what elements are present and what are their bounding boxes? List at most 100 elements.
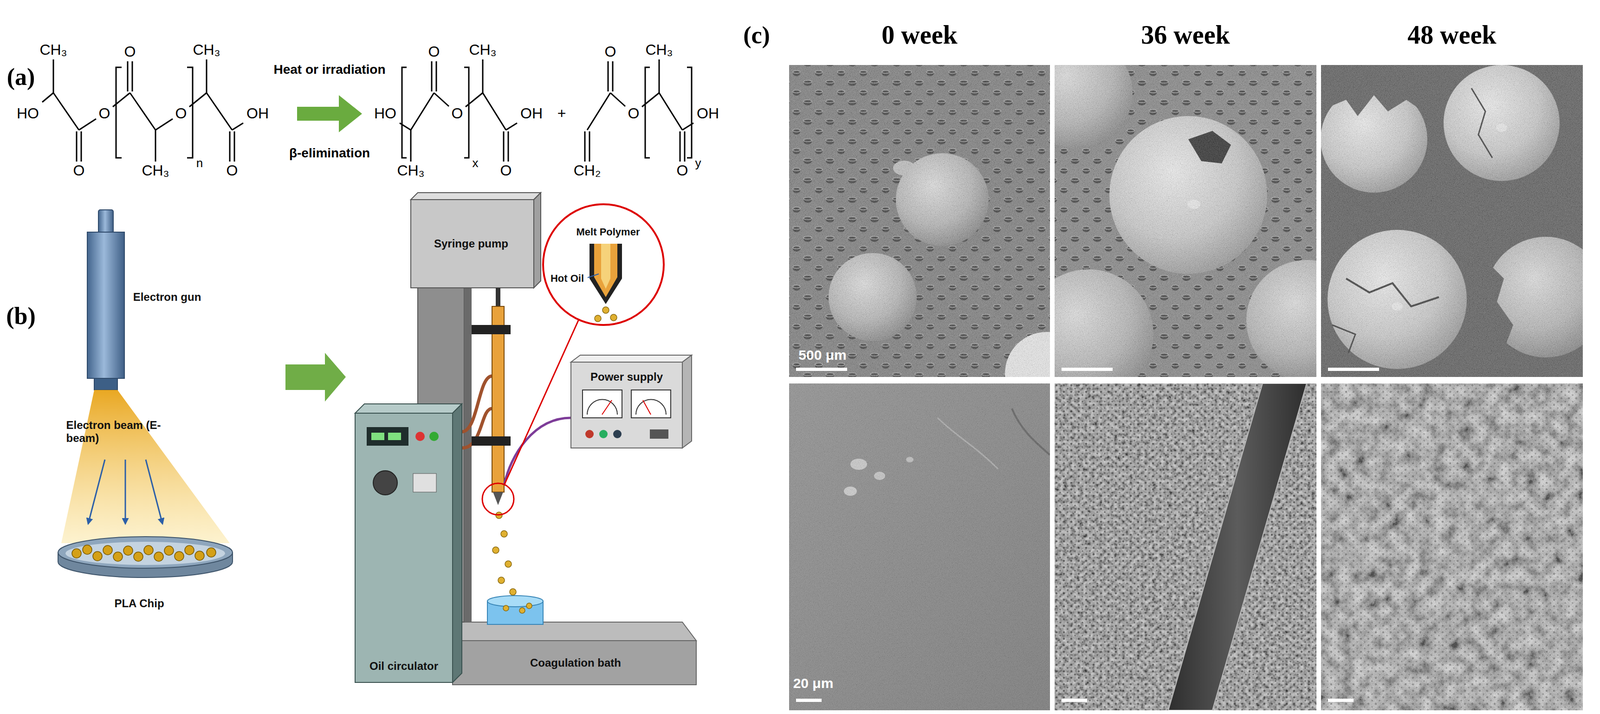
product-bonds — [399, 59, 694, 162]
pla-dish — [92, 551, 103, 561]
product-bonds — [684, 131, 686, 162]
reactant-bonds — [206, 59, 208, 93]
product-bonds — [482, 92, 506, 130]
sem-image — [1054, 64, 1317, 377]
product-bonds — [401, 67, 407, 158]
power-supply — [649, 429, 669, 439]
column-title: 0 week — [881, 19, 958, 50]
sem-image — [1061, 367, 1113, 371]
process-arrow — [285, 352, 346, 402]
pla-dish — [71, 548, 82, 558]
sem-surface — [1054, 383, 1317, 711]
reactant-bonds — [53, 92, 79, 130]
pla-dish — [143, 545, 154, 555]
power-supply — [631, 389, 671, 418]
column-title: 36 week — [1140, 19, 1230, 50]
part-label: Hot Oil — [550, 272, 584, 285]
bath-dish — [487, 595, 544, 607]
pla-dish — [133, 551, 143, 562]
atom-label: CH₃ — [644, 42, 674, 59]
product-bonds — [658, 59, 661, 93]
coagulation-base — [452, 640, 697, 685]
oil-circulator — [355, 403, 462, 683]
product-bonds — [589, 131, 591, 162]
column-title: 48 week — [1407, 19, 1497, 50]
polymer-bead — [492, 511, 532, 614]
magnifier — [587, 273, 599, 278]
magnifier — [610, 314, 617, 321]
part-label: Electron gun — [133, 290, 202, 304]
sem-surface — [1054, 383, 1317, 711]
magnifier — [594, 306, 617, 322]
atom-label: O — [627, 105, 641, 122]
atom-label: O — [72, 162, 86, 179]
product-bonds — [645, 67, 650, 158]
product-bonds — [435, 61, 438, 92]
pla-dish — [174, 551, 184, 561]
reactant-bonds — [80, 131, 83, 162]
syringe-pump — [410, 192, 541, 200]
panel-letter: (c) — [743, 21, 771, 49]
part-label: Melt Polymer — [576, 226, 641, 239]
oil-hose — [461, 375, 493, 432]
atom-label: CH₃ — [395, 162, 426, 179]
electron-beam — [61, 389, 230, 544]
magnifier — [482, 483, 514, 515]
pla-dish — [58, 536, 233, 578]
panel-letter: (a) — [6, 63, 36, 91]
atom-label: O — [499, 162, 513, 179]
product-bonds — [584, 131, 586, 162]
polymer-bead — [492, 546, 499, 554]
pla-dish — [123, 545, 133, 556]
sem-image — [789, 64, 1050, 377]
pla-dish — [82, 544, 92, 555]
sem-surface — [1321, 383, 1583, 711]
reactant-bonds — [127, 61, 129, 92]
oil-circulator — [452, 403, 462, 683]
reactant-bonds — [155, 129, 157, 162]
sem-surface — [1321, 383, 1583, 711]
pla-dish — [71, 544, 216, 562]
atom-label: O — [603, 44, 618, 60]
magnifier — [504, 319, 579, 485]
power-supply — [635, 399, 667, 415]
product-bonds — [434, 92, 449, 107]
sem-surface — [1327, 698, 1354, 702]
pla-dish — [194, 550, 205, 561]
atom-label: CH₃ — [191, 42, 221, 59]
electron-beam — [88, 459, 105, 524]
oil-circulator — [371, 432, 385, 441]
reactant-bonds — [206, 92, 233, 130]
plus-sign: + — [556, 105, 568, 122]
part-label: Power supply — [590, 370, 663, 384]
sem-surface — [1054, 383, 1317, 711]
atom-label: OH — [245, 105, 270, 122]
polymer-bead — [509, 588, 517, 596]
sem-image — [1321, 64, 1583, 377]
sem-surface — [796, 698, 822, 702]
oil-circulator — [355, 403, 462, 414]
polymer-bead — [500, 530, 508, 538]
reactant-bonds — [233, 131, 236, 162]
magnifier — [594, 243, 618, 298]
product-bonds — [679, 131, 681, 162]
atom-label: CH₂ — [572, 162, 603, 179]
part-label: Electron beam (E-beam) — [66, 418, 167, 445]
polymer-bead — [505, 560, 512, 568]
magnifier — [602, 306, 609, 314]
atom-label: CH₃ — [467, 42, 498, 59]
atom-label: OH — [695, 105, 720, 122]
atom-label: O — [675, 162, 690, 179]
product-bonds — [464, 67, 469, 158]
pla-dish — [206, 547, 216, 558]
bath-dish — [487, 595, 544, 625]
polymer-bead — [503, 605, 509, 611]
part-label: PLA Chip — [114, 596, 164, 610]
power-supply — [599, 429, 608, 439]
product-bonds — [686, 67, 692, 158]
sem-image — [1054, 64, 1317, 377]
sem-surface — [1168, 383, 1307, 711]
part-label: Syringe pump — [434, 237, 509, 251]
atom-label: O — [174, 105, 188, 122]
syringe — [471, 287, 511, 506]
